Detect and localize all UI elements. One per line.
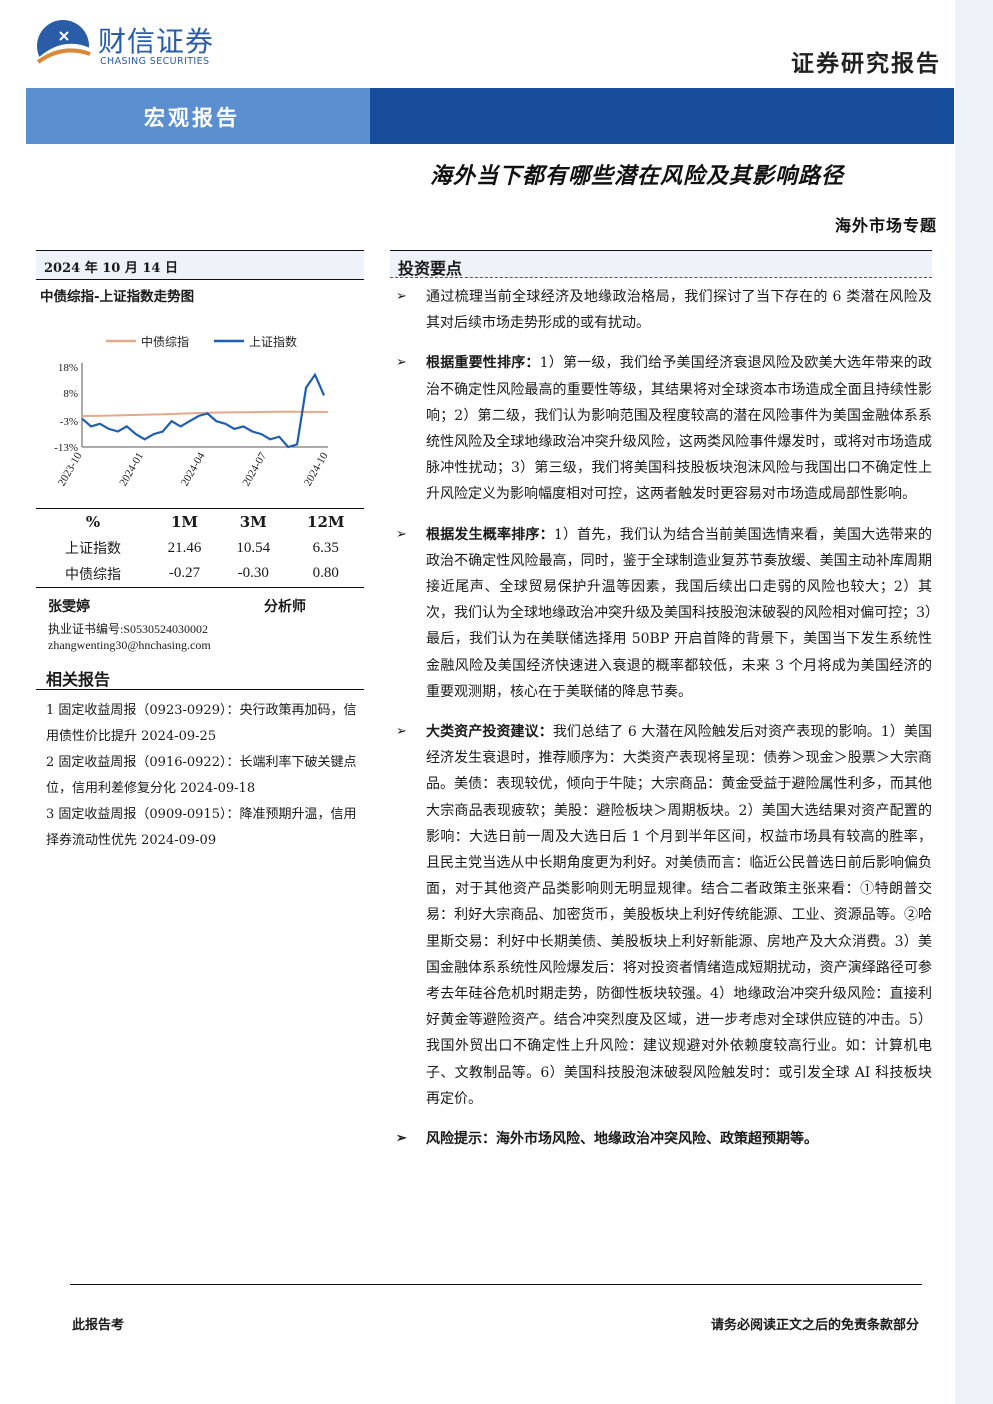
related-report-link[interactable]: 2 固定收益周报（0916-0922）：长端利率下破关键点位，信用利差修复分化 … bbox=[46, 754, 357, 796]
report-title: 海外当下都有哪些潜在风险及其影响路径 bbox=[430, 163, 845, 189]
row-value: 0.80 bbox=[287, 561, 364, 588]
bullet-arrow-icon: ➢ bbox=[396, 724, 407, 740]
series-line-shanghai-index bbox=[81, 372, 326, 449]
footer-disclaimer-note: 请务必阅读正文之后的免责条款部分 bbox=[710, 1318, 919, 1333]
bullet-arrow-icon: ➢ bbox=[396, 355, 407, 371]
table-row: 中债综指 -0.27 -0.30 0.80 bbox=[36, 561, 364, 588]
report-subtitle: 海外市场专题 bbox=[834, 216, 937, 235]
y-tick-label: 8% bbox=[63, 388, 78, 400]
logo-mark-icon bbox=[36, 20, 91, 74]
banner-left-block: 宏观报告 bbox=[26, 88, 370, 144]
table-header-cell: 1M bbox=[170, 513, 198, 531]
analyst-name: 张雯婷 bbox=[48, 598, 90, 615]
table-header-row: % 1M 3M 12M bbox=[36, 509, 364, 535]
key-point: ➢ 根据发生概率排序：1）首先，我们认为结合当前美国选情来看，美国大选带来的政治… bbox=[390, 522, 932, 705]
key-point-text: 1）第一级，我们给予美国经济衰退风险及欧美大选年带来的政治不确定性风险最高的重要… bbox=[426, 355, 933, 503]
related-reports-list: 1 固定收益周报（0923-0929）：央行政策再加码，信用债性价比提升 202… bbox=[36, 698, 364, 854]
x-tick-label: 2024-01 bbox=[117, 451, 146, 489]
bullet-arrow-icon: ➢ bbox=[396, 289, 407, 304]
related-report-link[interactable]: 3 固定收益周报（0909-0915）：降准预期升温，信用择券流动性优先 202… bbox=[46, 806, 357, 848]
x-tick-label: 2024-07 bbox=[240, 450, 269, 488]
key-point-text: 通过梳理当前全球经济及地缘政治格局，我们探讨了当下存在的 6 类潜在风险及其对后… bbox=[426, 289, 932, 332]
performance-table: % 1M 3M 12M 上证指数 21.46 10.54 6.35 中债综指 -… bbox=[36, 509, 364, 588]
key-point-lead: 大类资产投资建议： bbox=[426, 724, 553, 741]
row-value: 6.35 bbox=[312, 539, 339, 556]
y-tick-label: -13% bbox=[54, 442, 78, 454]
key-point-lead: 根据重要性排序： bbox=[426, 355, 540, 372]
y-tick-label: -3% bbox=[60, 416, 78, 428]
key-point: ➢ 通过梳理当前全球经济及地缘政治格局，我们探讨了当下存在的 6 类潜在风险及其… bbox=[390, 284, 932, 336]
series-line-bond-index bbox=[81, 410, 328, 417]
row-name: 上证指数 bbox=[65, 541, 122, 557]
table-header-cell: % bbox=[85, 513, 101, 531]
left-column: 2024 年 10 月 14 日 中债综指-上证指数走势图 18% 8% -3% -1… bbox=[36, 250, 364, 854]
related-reports-title: 相关报告 bbox=[36, 666, 364, 690]
chart-canvas: 18% 8% -3% -13%2023-10 2024-01 2024-04 2024-07… bbox=[54, 334, 331, 489]
y-tick-label: 18% bbox=[58, 362, 78, 374]
analyst-block: 张雯婷 分析师 执业证书编号:S0530524030002 zhangwenti… bbox=[36, 588, 364, 652]
x-tick-label: 2024-04 bbox=[179, 450, 208, 488]
chart-title: 中债综指-上证指数走势图 bbox=[40, 289, 195, 305]
row-value: -0.27 bbox=[150, 561, 219, 588]
footer-divider bbox=[70, 1284, 922, 1285]
row-name: 中债综指 bbox=[36, 561, 151, 588]
table-header-cell: 12M bbox=[307, 513, 345, 531]
related-report-link[interactable]: 1 固定收益周报（0923-0929）：央行政策再加码，信用债性价比提升 202… bbox=[46, 702, 357, 744]
report-banner: 宏观报告 bbox=[26, 88, 954, 144]
analyst-cert-number: 执业证书编号:S0530524030002 bbox=[48, 621, 209, 636]
risk-warning: ➢ 风险提示：海外市场风险、地缘政治冲突风险、政策超预期等。 bbox=[390, 1126, 932, 1152]
footer-left-text: 此报告考 bbox=[72, 1318, 125, 1333]
banner-label: 宏观报告 bbox=[144, 105, 240, 130]
banner-right-block bbox=[370, 88, 954, 144]
x-tick-label: 2024-10 bbox=[302, 450, 331, 488]
bullet-arrow-icon: ➢ bbox=[396, 526, 407, 542]
table-row: 上证指数 21.46 10.54 6.35 bbox=[36, 535, 364, 561]
right-column: 投资要点 ➢ 通过梳理当前全球经济及地缘政治格局，我们探讨了当下存在的 6 类潜… bbox=[390, 250, 932, 1152]
key-point-text: 我们总结了 6 大潜在风险触发后对资产表现的影响。1）美国经济发生衰退时，推荐顺… bbox=[426, 724, 933, 1107]
logo-name-en: CHASING SECURITIES bbox=[100, 56, 210, 67]
row-value: 21.46 bbox=[167, 539, 202, 556]
bullet-arrow-icon: ➢ bbox=[396, 1131, 407, 1147]
key-point: ➢ 根据重要性排序：1）第一级，我们给予美国经济衰退风险及欧美大选年带来的政治不… bbox=[390, 350, 932, 507]
risk-warning-text: 风险提示：海外市场风险、地缘政治冲突风险、政策超预期等。 bbox=[426, 1131, 818, 1148]
key-point-lead: 根据发生概率排序： bbox=[426, 526, 554, 543]
analyst-email: zhangwenting30@hnchasing.com bbox=[48, 637, 211, 652]
index-trend-chart: 18% 8% -3% -13%2023-10 2024-01 2024-04 2024-07… bbox=[36, 309, 364, 509]
company-logo: 财信证券 CHASING SECURITIES bbox=[34, 16, 224, 74]
row-value: 10.54 bbox=[236, 539, 271, 556]
row-value: -0.30 bbox=[218, 561, 288, 588]
analyst-title: 分析师 bbox=[264, 598, 306, 615]
document-type: 证券研究报告 bbox=[791, 50, 941, 77]
x-tick-label: 2023-10 bbox=[56, 450, 85, 488]
key-point: ➢ 大类资产投资建议：我们总结了 6 大潜在风险触发后对资产表现的影响。1）美国… bbox=[390, 719, 932, 1112]
page-side-strip bbox=[955, 0, 993, 1404]
section-title: 投资要点 bbox=[390, 250, 932, 278]
logo-name-cn: 财信证券 bbox=[98, 25, 215, 58]
table-header-cell: 3M bbox=[239, 513, 267, 531]
legend-label: 中债综指 bbox=[141, 334, 189, 349]
key-points: ➢ 通过梳理当前全球经济及地缘政治格局，我们探讨了当下存在的 6 类潜在风险及其… bbox=[390, 284, 932, 1152]
legend-label: 上证指数 bbox=[249, 334, 297, 349]
key-point-text: 1）首先，我们认为结合当前美国选情来看，美国大选带来的政治不确定性风险最高，同时… bbox=[426, 526, 933, 700]
report-date: 2024 年 10 月 14 日 bbox=[36, 250, 364, 280]
